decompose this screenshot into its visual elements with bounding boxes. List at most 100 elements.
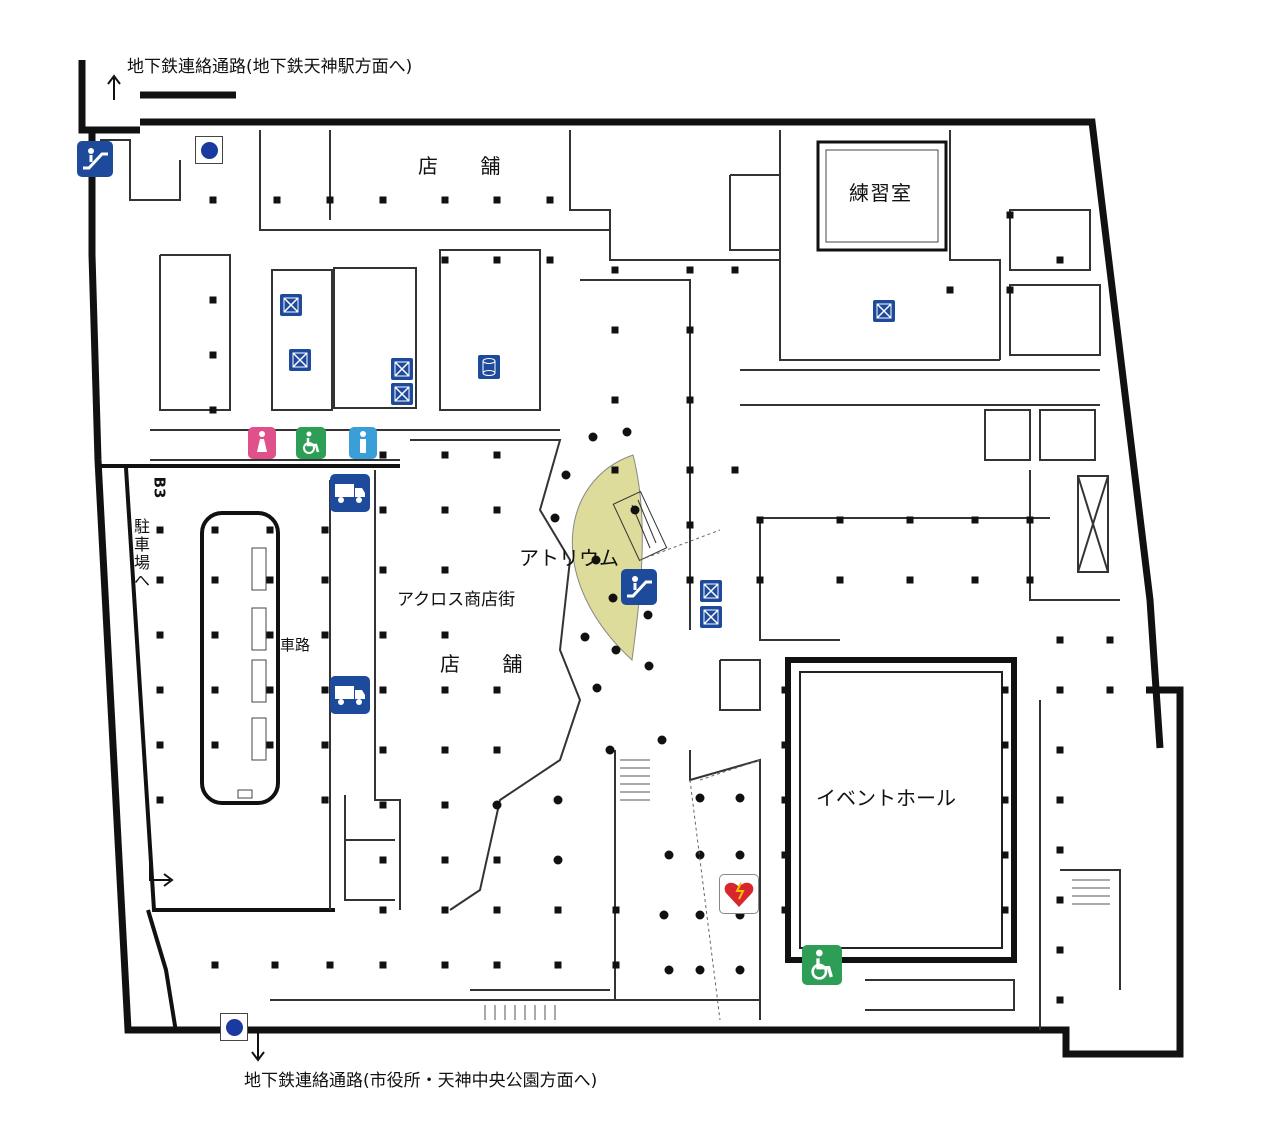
column-pillar xyxy=(441,746,449,754)
column-pillar xyxy=(211,576,219,584)
circle-marker-icon[interactable] xyxy=(220,1013,248,1041)
column-pillar xyxy=(441,631,449,639)
top-subway-caption: 地下鉄連絡通路(地下鉄天神駅方面へ) xyxy=(127,57,413,77)
column-pillar xyxy=(971,576,979,584)
column-pillar xyxy=(1056,896,1064,904)
column-pillar xyxy=(971,516,979,524)
column-pillar xyxy=(379,506,387,514)
column-pillar xyxy=(781,796,789,804)
column-pillar xyxy=(379,196,387,204)
column-pillar xyxy=(906,576,914,584)
column-pillar xyxy=(266,526,274,534)
wheelchair-icon[interactable] xyxy=(802,945,842,985)
column-pillar xyxy=(211,741,219,749)
column-pillar xyxy=(441,961,449,969)
column-pillar xyxy=(492,800,502,810)
column-pillar xyxy=(266,686,274,694)
column-pillar xyxy=(1026,576,1034,584)
column-pillar xyxy=(209,296,217,304)
column-pillar xyxy=(321,741,329,749)
column-pillar xyxy=(756,576,764,584)
column-pillar xyxy=(561,470,571,480)
escalator-icon[interactable] xyxy=(621,569,657,605)
elevator-icon[interactable] xyxy=(280,294,302,316)
column-pillar xyxy=(554,961,562,969)
column-pillar xyxy=(441,506,449,514)
column-pillar xyxy=(1106,686,1114,694)
truck-icon[interactable] xyxy=(330,474,370,512)
column-pillar xyxy=(664,965,674,975)
elevator-icon[interactable] xyxy=(391,358,413,380)
column-pillar xyxy=(321,686,329,694)
column-pillar xyxy=(379,631,387,639)
column-pillar xyxy=(731,266,739,274)
column-pillar xyxy=(546,196,554,204)
escalator-icon[interactable] xyxy=(77,141,113,177)
circle-marker-icon[interactable] xyxy=(195,136,223,164)
column-pillar xyxy=(554,906,562,914)
column-pillar xyxy=(1106,636,1114,644)
column-pillar xyxy=(553,795,563,805)
column-pillar xyxy=(612,961,620,969)
column-pillar xyxy=(659,910,669,920)
column-pillar xyxy=(657,735,667,745)
elevator-icon[interactable] xyxy=(289,349,311,371)
column-pillar xyxy=(1056,746,1064,754)
truck-icon[interactable] xyxy=(330,676,370,714)
column-pillar xyxy=(273,196,281,204)
column-pillar xyxy=(379,451,387,459)
column-pillar xyxy=(441,801,449,809)
column-pillar xyxy=(644,661,654,671)
column-pillar xyxy=(379,961,387,969)
wheelchair-icon[interactable] xyxy=(296,427,326,459)
column-pillar xyxy=(735,850,745,860)
column-pillar xyxy=(686,396,694,404)
column-pillar xyxy=(906,516,914,524)
column-pillar xyxy=(211,686,219,694)
column-pillar xyxy=(580,632,590,642)
column-pillar xyxy=(781,686,789,694)
column-pillar xyxy=(781,741,789,749)
column-pillar xyxy=(379,906,387,914)
column-pillar xyxy=(686,521,694,529)
column-pillar xyxy=(441,256,449,264)
column-pillar xyxy=(553,855,563,865)
elevator-icon[interactable] xyxy=(391,383,413,405)
column-pillar xyxy=(611,266,619,274)
column-pillar xyxy=(695,793,705,803)
column-pillar xyxy=(588,432,598,442)
column-pillar xyxy=(441,686,449,694)
elevator-icon[interactable] xyxy=(700,606,722,628)
roadway-label: 車路 xyxy=(280,636,311,654)
column-pillar xyxy=(1001,741,1009,749)
column-pillar xyxy=(1006,286,1014,294)
column-pillar xyxy=(441,856,449,864)
column-pillar xyxy=(1056,636,1064,644)
elevator-icon[interactable] xyxy=(873,300,895,322)
shops-top-label: 店 舗 xyxy=(418,154,519,178)
column-pillar xyxy=(608,593,618,603)
column-pillar xyxy=(156,741,164,749)
column-pillar xyxy=(209,351,217,359)
parking-bays xyxy=(237,547,267,799)
column-pillar xyxy=(1056,946,1064,954)
practice-room-label: 練習室 xyxy=(849,181,912,205)
column-pillar xyxy=(836,576,844,584)
column-pillar xyxy=(493,506,501,514)
men-restroom-icon[interactable] xyxy=(349,427,377,459)
column-pillar xyxy=(630,505,640,515)
column-pillar xyxy=(605,745,615,755)
column-pillar xyxy=(735,793,745,803)
aed-heart-icon[interactable] xyxy=(719,874,759,914)
round-elevator-icon[interactable] xyxy=(478,355,500,379)
column-pillar xyxy=(781,851,789,859)
column-pillar xyxy=(686,466,694,474)
stairs xyxy=(484,759,1110,1020)
women-restroom-icon[interactable] xyxy=(248,427,276,459)
column-pillar xyxy=(1026,516,1034,524)
elevator-icon[interactable] xyxy=(700,580,722,602)
dotted-boundaries xyxy=(639,529,761,1021)
bottom-subway-caption: 地下鉄連絡通路(市役所・天神中央公園方面へ) xyxy=(244,1071,598,1091)
column-pillar xyxy=(441,906,449,914)
